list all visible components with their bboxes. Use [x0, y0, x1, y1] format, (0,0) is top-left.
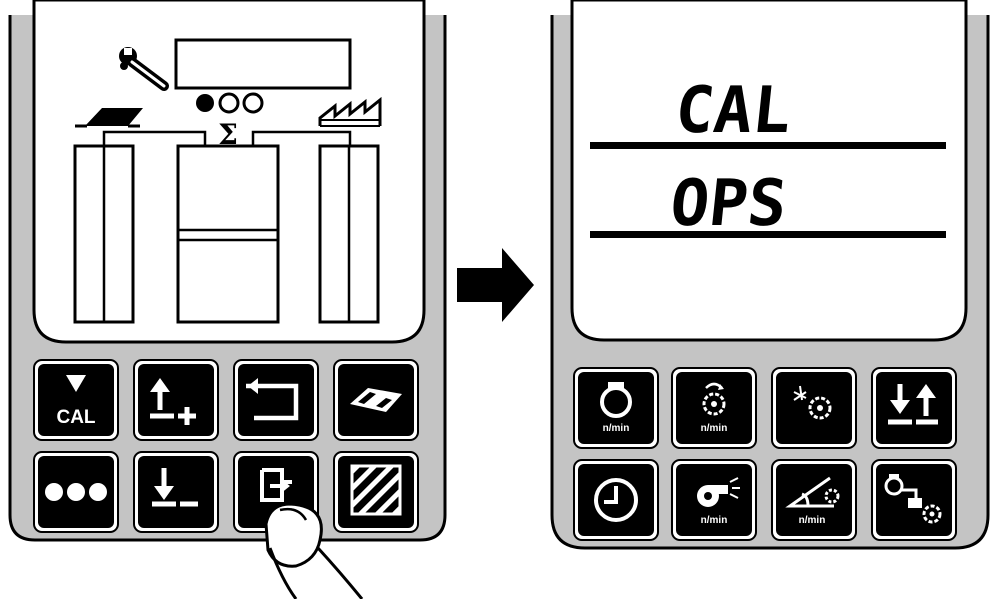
key-label: n/min: [603, 423, 630, 434]
down-up-key[interactable]: [871, 367, 957, 449]
display-divider-1: [590, 142, 946, 149]
spread-gear-icon: [793, 385, 832, 420]
key-label: CAL: [56, 407, 95, 428]
right-control-panel: CAL OPS n/min n/min: [550, 0, 990, 550]
key-label: n/min: [799, 515, 826, 526]
field-tile-icon: [350, 388, 402, 412]
pto-shaft-icon: [600, 382, 632, 418]
spread-gear-key[interactable]: [771, 367, 857, 449]
arrow-up-plus-icon: [150, 378, 196, 425]
left-control-panel: Σ CAL: [8, 0, 447, 599]
field-area-icon: [75, 108, 143, 128]
bar-connectors: [102, 130, 352, 146]
return-arrow-icon: [246, 378, 299, 421]
blower-icon: [697, 477, 740, 507]
pto-rpm-key[interactable]: n/min: [573, 367, 659, 449]
drive-gear-icon: [884, 474, 942, 524]
bar-gauge-left: [73, 144, 135, 324]
arrow-down-up-icon: [888, 384, 938, 425]
triangle-down-icon: [66, 375, 86, 392]
key-label: n/min: [701, 515, 728, 526]
rotor-gear-icon: [702, 382, 726, 416]
three-dots-icon: [45, 483, 107, 501]
hatched-square-icon: [350, 464, 402, 516]
sawtooth-icon: [318, 96, 382, 126]
clock-icon: [594, 478, 638, 522]
hatched-key[interactable]: [333, 451, 419, 533]
cal-down-key[interactable]: CAL: [33, 359, 119, 441]
angle-rpm-key[interactable]: n/min: [771, 459, 857, 541]
blower-rpm-key[interactable]: n/min: [671, 459, 757, 541]
right-arrow-icon: [457, 248, 534, 322]
return-key[interactable]: [233, 359, 319, 441]
wrench-icon: [119, 47, 169, 91]
display-divider-2: [590, 231, 946, 238]
display-line-1: CAL: [672, 73, 795, 148]
enter-arrow-icon: [260, 468, 292, 502]
sum-icon: Σ: [218, 118, 238, 151]
dots-key[interactable]: [33, 451, 119, 533]
dot-indicators-icon: [196, 92, 264, 114]
angle-icon: [785, 476, 840, 508]
blank-text-box: [174, 38, 352, 90]
right-display-screen: [570, 0, 968, 342]
field-key[interactable]: [333, 359, 419, 441]
bar-gauge-right: [318, 144, 380, 324]
rotor-rpm-key[interactable]: n/min: [671, 367, 757, 449]
drive-gear-key[interactable]: [871, 459, 957, 541]
lower-key[interactable]: [133, 451, 219, 533]
bar-gauge-center: [176, 144, 280, 324]
finger-pressing-icon: [264, 502, 364, 599]
key-label: n/min: [701, 423, 728, 434]
arrow-down-line-icon: [152, 468, 198, 507]
display-line-2: OPS: [667, 166, 790, 241]
clock-key[interactable]: [573, 459, 659, 541]
raise-plus-key[interactable]: [133, 359, 219, 441]
